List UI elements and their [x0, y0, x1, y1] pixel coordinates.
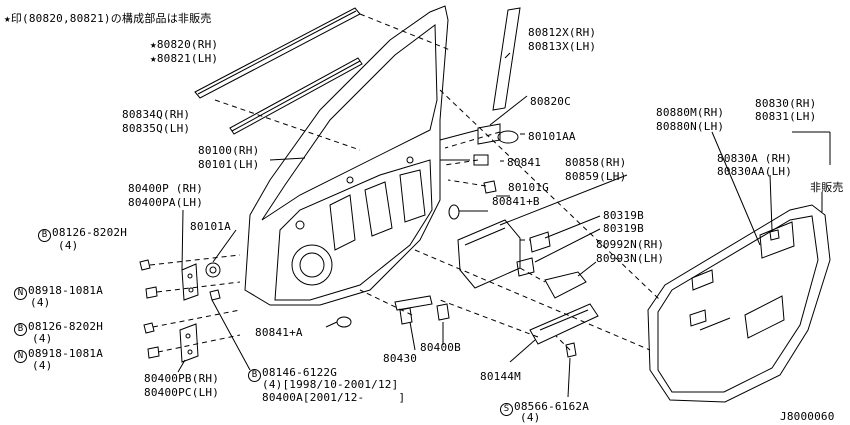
label-80101g: 80101G	[508, 181, 549, 194]
label-80993n: 80993N(LH)	[596, 252, 665, 265]
label-80101a: 80101A	[190, 220, 231, 233]
label-80813x: 80813X(LH)	[528, 40, 597, 53]
screw-mark: S	[500, 403, 513, 416]
bolt-mark: B	[38, 229, 51, 242]
label-80400pb: 80400PB(RH)	[144, 372, 220, 385]
label-80834q: 80834Q(RH)	[122, 108, 191, 121]
note-bolt-08146-1: (4)[1998/10-2001/12]	[262, 378, 399, 391]
label-80859: 80859(LH)	[565, 170, 627, 183]
label-80835q: 80835Q(LH)	[122, 122, 191, 135]
label-80319b-2: 80319B	[603, 222, 644, 235]
outer-weatherstrip	[194, 7, 361, 99]
label-80858: 80858(RH)	[565, 156, 627, 169]
label-80830: 80830(RH)	[755, 97, 817, 110]
inner-weatherstrip	[229, 57, 363, 135]
label-80400b: 80400B	[420, 341, 461, 354]
door-check	[394, 295, 450, 325]
qty-bolt-08126-1: (4)	[58, 239, 79, 252]
label-80400pc: 80400PC(LH)	[144, 386, 220, 399]
bolt-mark: B	[248, 369, 261, 382]
qty-bolt-08126-2: (4)	[32, 332, 53, 345]
nut-mark: N	[14, 350, 27, 363]
label-80830a: 80830A (RH)	[717, 152, 793, 165]
label-80880n: 80880N(LH)	[656, 120, 725, 133]
diagram-code: J8000060	[780, 410, 835, 423]
label-80841: 80841	[507, 156, 542, 169]
label-80101aa: 80101AA	[528, 130, 576, 143]
switch-bracket	[544, 271, 587, 299]
lower-bracket	[529, 303, 599, 345]
label-80992n: 80992N(RH)	[596, 238, 665, 251]
label-80820c: 80820C	[530, 95, 571, 108]
label-80841a: 80841+A	[255, 326, 303, 339]
lower-hinge	[179, 323, 199, 363]
note-bolt-08146-2: 80400A[2001/12- ]	[262, 391, 406, 404]
qty-nut-08918-1: (4)	[30, 296, 51, 309]
grommet	[205, 262, 221, 278]
qty-nut-08918-2: (4)	[32, 359, 53, 372]
label-80812x: 80812X(RH)	[528, 26, 597, 39]
label-80820: ★80820(RH)	[150, 38, 219, 51]
label-80400p: 80400P (RH)	[128, 182, 204, 195]
header-note: ★印(80820,80821)の構成部品は非販売	[4, 12, 212, 25]
qty-screw-08566: (4)	[520, 411, 541, 424]
label-80100: 80100(RH)	[198, 144, 260, 157]
label-80101: 80101(LH)	[198, 158, 260, 171]
door-shell	[244, 5, 449, 306]
label-80880m: 80880M(RH)	[656, 106, 725, 119]
clip-80820c	[477, 123, 501, 145]
label-not-sold: 非販売	[810, 181, 844, 194]
label-80430: 80430	[383, 352, 418, 365]
bolt-mark: B	[14, 323, 27, 336]
label-80831: 80831(LH)	[755, 110, 817, 123]
nut-mark: N	[14, 287, 27, 300]
upper-hinge	[181, 263, 199, 301]
label-80830aa: 80830AA(LH)	[717, 165, 793, 178]
explosion-lines	[149, 13, 661, 353]
hinge-fasteners	[139, 259, 221, 359]
door-trim-panel	[647, 204, 831, 403]
label-80821: ★80821(LH)	[150, 52, 219, 65]
label-80400pa: 80400PA(LH)	[128, 196, 204, 209]
label-80144m: 80144M	[480, 370, 521, 383]
sash-moulding	[492, 7, 521, 111]
label-80319b-1: 80319B	[603, 209, 644, 222]
label-80841b: 80841+B	[492, 195, 540, 208]
control-module	[457, 219, 551, 289]
leader-lines	[177, 52, 831, 398]
